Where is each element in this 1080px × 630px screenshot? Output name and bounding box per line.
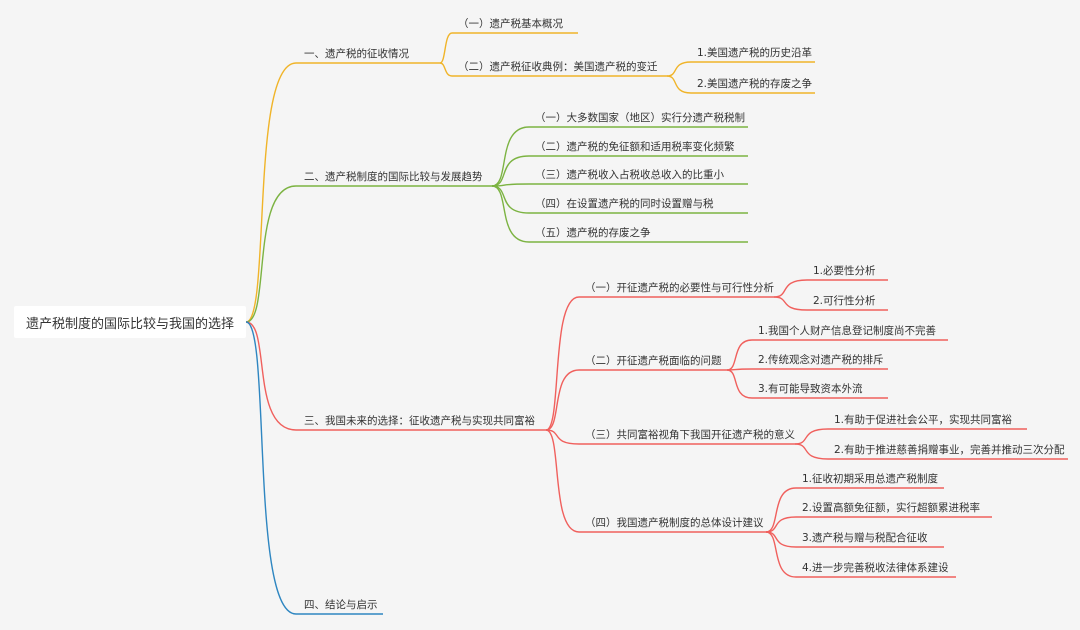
branch-3-child-2-leaf-2[interactable]: 2.传统观念对遗产税的排斥 bbox=[758, 354, 884, 366]
branch-2-child-2[interactable]: （二）遗产税的免征额和适用税率变化频繁 bbox=[535, 141, 735, 153]
connector-root-branch-1 bbox=[245, 62, 297, 323]
branch-4[interactable]: 四、结论与启示 bbox=[304, 599, 378, 611]
branch-3-child-1-leaf-2[interactable]: 2.可行性分析 bbox=[813, 295, 876, 307]
connector-branch-2-child-2 bbox=[491, 155, 530, 187]
connector-branch-1-child-1 bbox=[439, 32, 453, 64]
connector-branch-3-child-1-leaf-1 bbox=[773, 279, 808, 298]
connector-branch-3-child-4-leaf-1 bbox=[765, 487, 797, 533]
connector-branch-3-child-2-leaf-3 bbox=[726, 369, 753, 399]
branch-1-child-2[interactable]: （二）遗产税征收典例：美国遗产税的变迁 bbox=[458, 61, 658, 73]
connector-branch-3-child-3-leaf-1 bbox=[794, 428, 829, 445]
connector-branch-3-child-1 bbox=[545, 296, 580, 431]
branch-2-child-4[interactable]: （四）在设置遗产税的同时设置赠与税 bbox=[535, 198, 714, 210]
connector-branch-3-child-1-leaf-2 bbox=[773, 296, 808, 311]
connector-branch-2-child-4 bbox=[491, 185, 530, 214]
branch-1-child-1[interactable]: （一）遗产税基本概况 bbox=[458, 18, 563, 30]
connector-root-branch-3 bbox=[245, 321, 297, 431]
branch-3-child-2-leaf-3[interactable]: 3.有可能导致资本外流 bbox=[758, 383, 863, 395]
branch-2[interactable]: 二、遗产税制度的国际比较与发展趋势 bbox=[304, 171, 483, 183]
root-topic[interactable]: 遗产税制度的国际比较与我国的选择 bbox=[14, 306, 246, 338]
branch-3-child-3[interactable]: （三）共同富裕视角下我国开征遗产税的意义 bbox=[585, 429, 795, 441]
branch-3-child-4[interactable]: （四）我国遗产税制度的总体设计建议 bbox=[585, 517, 764, 529]
connector-branch-3-child-3-leaf-2 bbox=[794, 443, 829, 460]
branch-3-child-1-leaf-1[interactable]: 1.必要性分析 bbox=[813, 265, 876, 277]
branch-3-child-4-leaf-2[interactable]: 2.设置高额免征额，实行超额累进税率 bbox=[802, 502, 981, 514]
branch-2-child-3[interactable]: （三）遗产税收入占税收总收入的比重小 bbox=[535, 169, 724, 181]
branch-1-child-2-leaf-2[interactable]: 2.美国遗产税的存废之争 bbox=[697, 78, 813, 90]
connector-branch-3-child-3 bbox=[545, 429, 580, 445]
connector-branch-1-child-2-leaf-1 bbox=[666, 61, 692, 77]
root-topic-label: 遗产税制度的国际比较与我国的选择 bbox=[25, 316, 234, 332]
connector-branch-2-child-1 bbox=[491, 126, 530, 187]
connector-branch-3-child-2-leaf-1 bbox=[726, 339, 753, 371]
connector-branch-1-child-2-leaf-2 bbox=[666, 75, 692, 94]
branch-2-child-5[interactable]: （五）遗产税的存废之争 bbox=[535, 227, 651, 239]
branch-1-child-2-leaf-1[interactable]: 1.美国遗产税的历史沿革 bbox=[697, 47, 813, 59]
branch-3[interactable]: 三、我国未来的选择：征收遗产税与实现共同富裕 bbox=[304, 415, 535, 427]
connector-branch-3-child-4-leaf-4 bbox=[765, 531, 797, 578]
branch-3-child-2-leaf-1[interactable]: 1.我国个人财产信息登记制度尚不完善 bbox=[758, 325, 937, 337]
connector-root-branch-2 bbox=[245, 185, 297, 323]
branch-3-child-2[interactable]: （二）开征遗产税面临的问题 bbox=[585, 355, 722, 367]
connector-branch-1-child-2 bbox=[439, 62, 453, 77]
branch-2-child-1[interactable]: （一）大多数国家（地区）实行分遗产税税制 bbox=[535, 112, 745, 124]
connector-branch-2-child-5 bbox=[491, 185, 530, 243]
branch-3-child-3-leaf-2[interactable]: 2.有助于推进慈善捐赠事业，完善并推动三次分配 bbox=[834, 444, 1065, 456]
branch-1[interactable]: 一、遗产税的征收情况 bbox=[304, 48, 409, 60]
branch-3-child-4-leaf-1[interactable]: 1.征收初期采用总遗产税制度 bbox=[802, 473, 939, 485]
branch-3-child-4-leaf-3[interactable]: 3.遗产税与赠与税配合征收 bbox=[802, 532, 928, 544]
connector-branch-3-child-2 bbox=[545, 369, 580, 431]
connector-root-branch-4 bbox=[245, 321, 297, 615]
branch-3-child-1[interactable]: （一）开征遗产税的必要性与可行性分析 bbox=[585, 282, 774, 294]
branch-3-child-3-leaf-1[interactable]: 1.有助于促进社会公平，实现共同富裕 bbox=[834, 414, 1013, 426]
branch-3-child-4-leaf-4[interactable]: 4.进一步完善税收法律体系建设 bbox=[802, 562, 949, 574]
connector-branch-3-child-4 bbox=[545, 429, 580, 533]
